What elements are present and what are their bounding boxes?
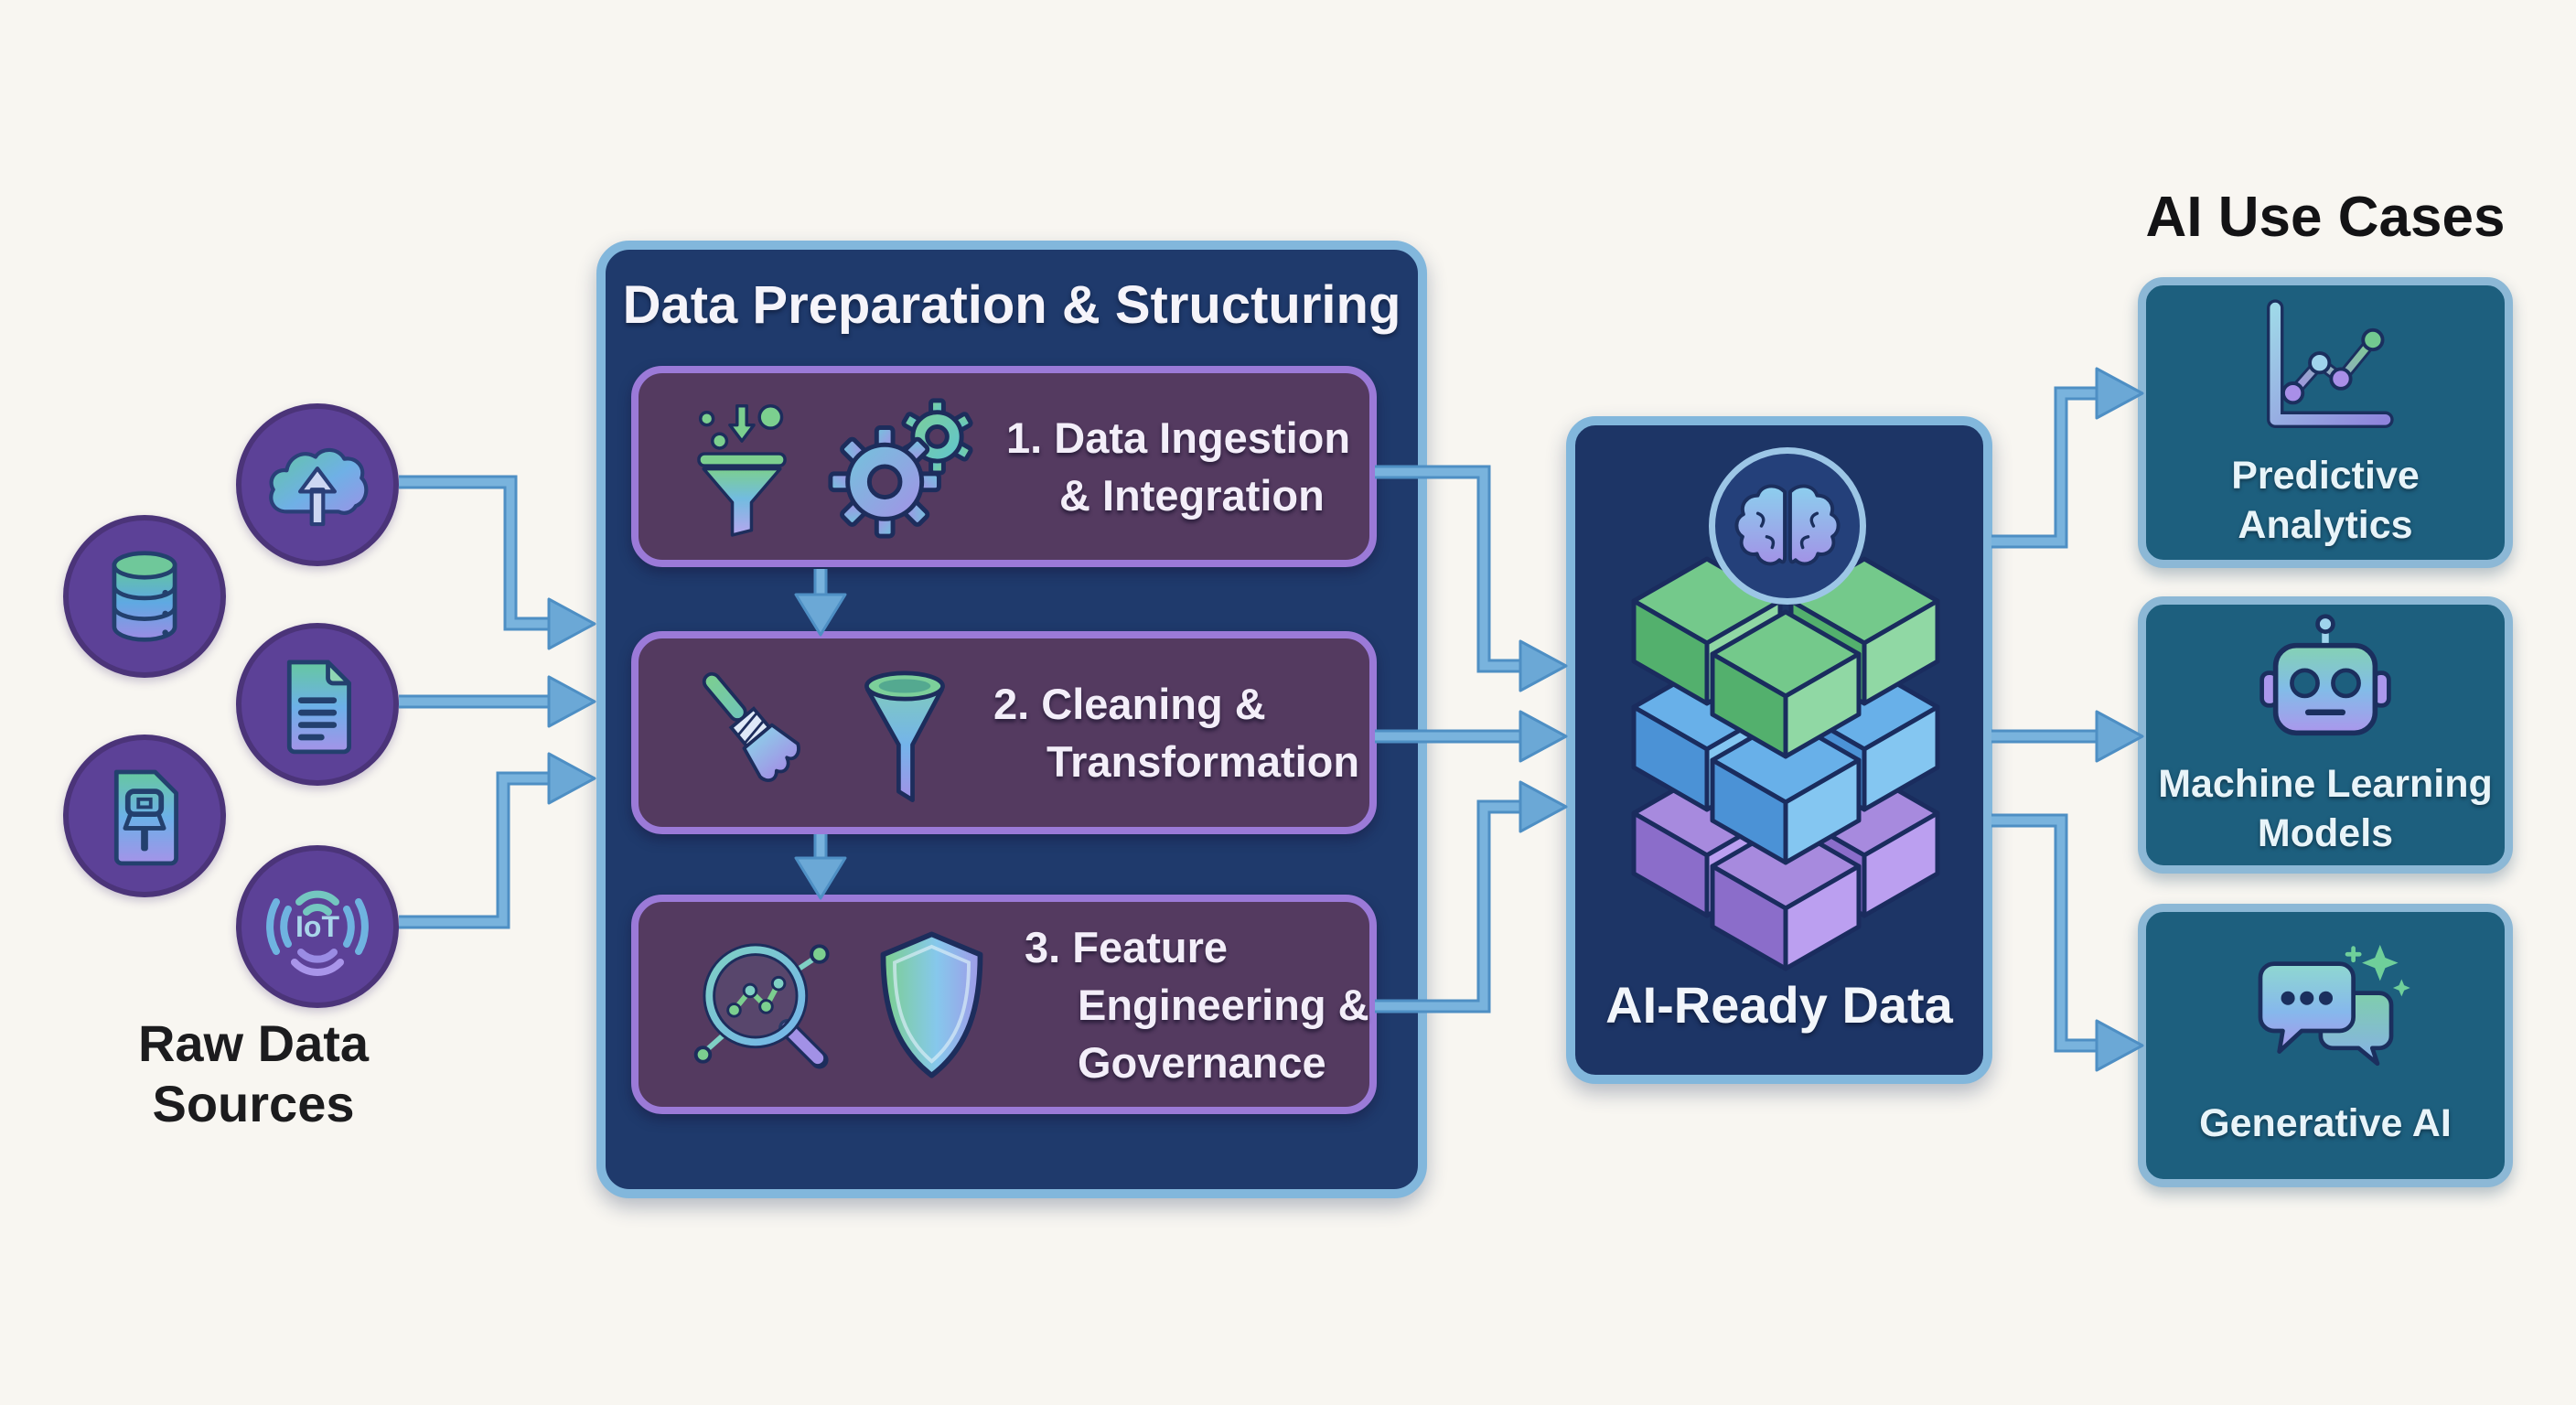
- arrowhead-into-step2: [547, 675, 596, 728]
- step3-line3: Governance: [1078, 1037, 1326, 1087]
- ingest-funnel-icon: [697, 404, 787, 537]
- arrowhead-to-ml: [2095, 710, 2144, 763]
- ml-line2: Models: [2257, 810, 2394, 855]
- genai-line1: Generative AI: [2199, 1101, 2452, 1145]
- iot-icon: IoT: [266, 890, 369, 976]
- database-icon: [112, 551, 177, 642]
- generative-ai-label: Generative AI: [2199, 1099, 2452, 1148]
- document-icon: [286, 660, 351, 755]
- step-feature-engineering: 3. Feature Engineering & Governance: [631, 895, 1377, 1114]
- ai-ready-data-box: AI-Ready Data: [1566, 416, 1992, 1084]
- arrowhead-into-step1: [547, 597, 596, 650]
- step2-line1: 2. Cleaning &: [993, 680, 1266, 728]
- ai-ready-data-label: AI-Ready Data: [1605, 976, 1953, 1034]
- robot-icon: [2259, 613, 2391, 735]
- step1-line1: 1. Data Ingestion: [1006, 413, 1351, 462]
- arrowhead-step3-to-ready: [1519, 780, 1568, 833]
- funnel-icon: [864, 670, 945, 803]
- step3-label: 3. Feature Engineering & Governance: [1025, 918, 1369, 1091]
- raw-label-line1: Raw Data: [137, 1014, 370, 1072]
- gears-icon: [828, 398, 973, 539]
- ai-use-cases-title: AI Use Cases: [2145, 186, 2506, 249]
- step2-label: 2. Cleaning & Transformation: [993, 675, 1359, 790]
- step3-line1: 3. Feature: [1025, 922, 1229, 971]
- cloud-upload-icon: [269, 447, 369, 527]
- brain-badge: [1709, 447, 1866, 605]
- usecase-generative-ai: Generative AI: [2138, 904, 2513, 1187]
- scatter-magnifier-icon: [693, 942, 830, 1068]
- step1-line2: & Integration: [1059, 471, 1325, 520]
- ml-line1: Machine Learning: [2158, 761, 2493, 806]
- iot-text: IoT: [295, 910, 339, 943]
- source-cloud: [236, 403, 399, 566]
- step2-icons: [686, 655, 962, 810]
- arrowhead-into-step3: [547, 752, 596, 805]
- predictive-analytics-label: Predictive Analytics: [2231, 451, 2420, 550]
- chat-sparkles-icon: [2258, 944, 2410, 1067]
- arrowhead-to-predictive: [2095, 367, 2144, 420]
- raw-label-line2: Sources: [152, 1075, 355, 1132]
- data-preparation-title: Data Preparation & Structuring: [622, 275, 1401, 335]
- step-cleaning: 2. Cleaning & Transformation: [631, 631, 1377, 834]
- line-chart-icon: [2266, 299, 2394, 428]
- arrowhead-to-genai: [2095, 1019, 2144, 1072]
- raw-data-sources-label: Raw Data Sources: [70, 1014, 436, 1134]
- arrowhead-step2-to-ready: [1519, 710, 1568, 763]
- usecase-predictive-analytics: Predictive Analytics: [2138, 277, 2513, 568]
- step3-icons: [686, 925, 993, 1085]
- connector-file-icon: [113, 769, 178, 866]
- step3-line2: Engineering &: [1078, 980, 1369, 1029]
- shield-icon: [880, 930, 983, 1078]
- step1-icons: [686, 390, 975, 543]
- data-cubes-icon: [1601, 528, 1971, 979]
- predictive-line2: Analytics: [2238, 503, 2413, 547]
- step1-label: 1. Data Ingestion & Integration: [1006, 409, 1350, 524]
- source-iot: IoT: [236, 845, 399, 1008]
- source-connector-file: [63, 735, 226, 897]
- step-data-ingestion: 1. Data Ingestion & Integration: [631, 366, 1377, 567]
- source-document: [236, 623, 399, 786]
- predictive-line1: Predictive: [2231, 454, 2420, 498]
- source-database: [63, 515, 226, 678]
- usecase-machine-learning: Machine Learning Models: [2138, 596, 2513, 874]
- brain-icon: [1734, 484, 1841, 566]
- step2-line2: Transformation: [1046, 737, 1360, 786]
- brush-icon: [702, 671, 800, 783]
- arrowhead-step1-to-ready: [1519, 639, 1568, 692]
- machine-learning-label: Machine Learning Models: [2158, 759, 2493, 858]
